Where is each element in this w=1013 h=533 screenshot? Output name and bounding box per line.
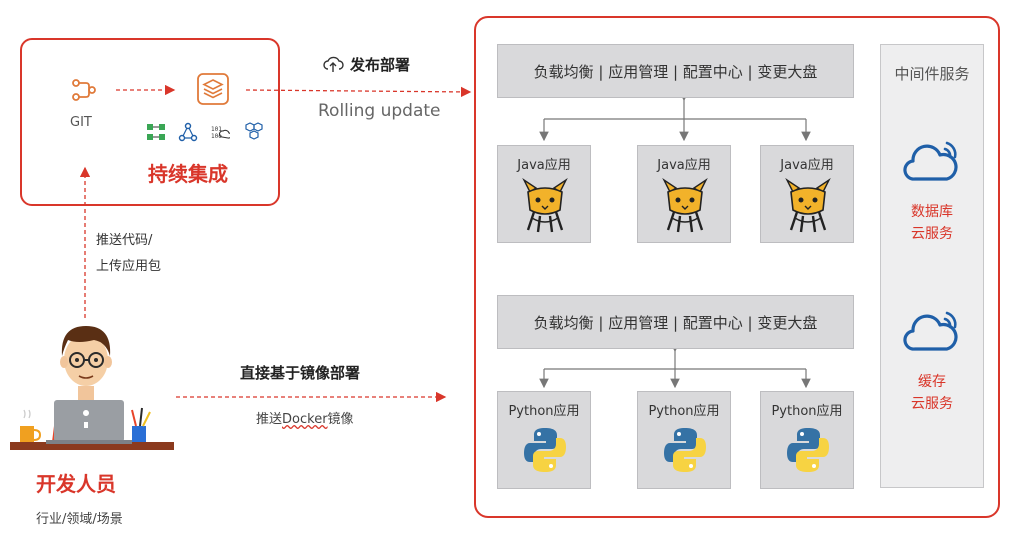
java-app-card: Java应用 — [637, 145, 731, 243]
developer-subtitle: 行业/领域/场景 — [36, 512, 123, 527]
hexagon-cluster-icon — [245, 122, 263, 140]
tomcat-icon — [522, 178, 568, 233]
java-app-label: Java应用 — [517, 158, 571, 173]
python-app-card: Python应用 — [760, 391, 854, 489]
python-app-label: Python应用 — [771, 404, 843, 419]
svg-text:10o: 10o — [211, 133, 222, 140]
cache-service-label: 缓存 云服务 — [911, 374, 953, 412]
database-cloud-icon — [903, 141, 958, 181]
java-app-card: Java应用 — [760, 145, 854, 243]
rolling-update-label: Rolling update — [318, 101, 441, 121]
cluster-box — [474, 16, 1000, 518]
java-app-label: Java应用 — [657, 158, 711, 173]
database-service-label: 数据库 云服务 — [911, 204, 953, 242]
python-icon — [787, 428, 829, 472]
tomcat-icon — [785, 178, 831, 233]
push-code-label: 推送代码/ 上传应用包 — [96, 233, 162, 274]
deploy-title: 发布部署 — [350, 56, 411, 74]
ci-to-cluster-arrow — [245, 86, 472, 98]
binary-cloud-icon: 101 10o — [211, 126, 230, 140]
python-app-card: Python应用 — [497, 391, 591, 489]
ci-box — [20, 38, 280, 206]
developer-illustration — [10, 326, 174, 450]
pipeline-icon — [147, 124, 165, 140]
svg-text:101: 101 — [211, 126, 222, 133]
python-app-card: Python应用 — [637, 391, 731, 489]
docker-push-label: 推送Docker镜像 — [256, 412, 354, 427]
java-platform-bar: 负载均衡 | 应用管理 | 配置中心 | 变更大盘 — [497, 44, 854, 98]
python-icon — [664, 428, 706, 472]
upload-cloud-icon — [323, 56, 344, 72]
middleware-panel: 中间件服务 数据库 云服务 缓存 云服务 — [880, 44, 984, 488]
java-app-label: Java应用 — [780, 158, 834, 173]
middleware-title: 中间件服务 — [894, 65, 970, 83]
python-platform-bar: 负载均衡 | 应用管理 | 配置中心 | 变更大盘 — [497, 295, 854, 349]
python-icon — [524, 428, 566, 472]
git-icon — [72, 79, 96, 101]
python-app-label: Python应用 — [648, 404, 720, 419]
cache-cloud-icon — [903, 311, 958, 351]
java-app-card: Java应用 — [497, 145, 591, 243]
git-label: GIT — [70, 115, 92, 130]
direct-deploy-title: 直接基于镜像部署 — [240, 364, 361, 382]
build-layers-icon — [197, 73, 229, 105]
ci-title: 持续集成 — [148, 162, 228, 186]
developer-title: 开发人员 — [36, 472, 116, 496]
tomcat-icon — [662, 178, 708, 233]
graph-icon — [178, 122, 198, 142]
python-app-label: Python应用 — [508, 404, 580, 419]
